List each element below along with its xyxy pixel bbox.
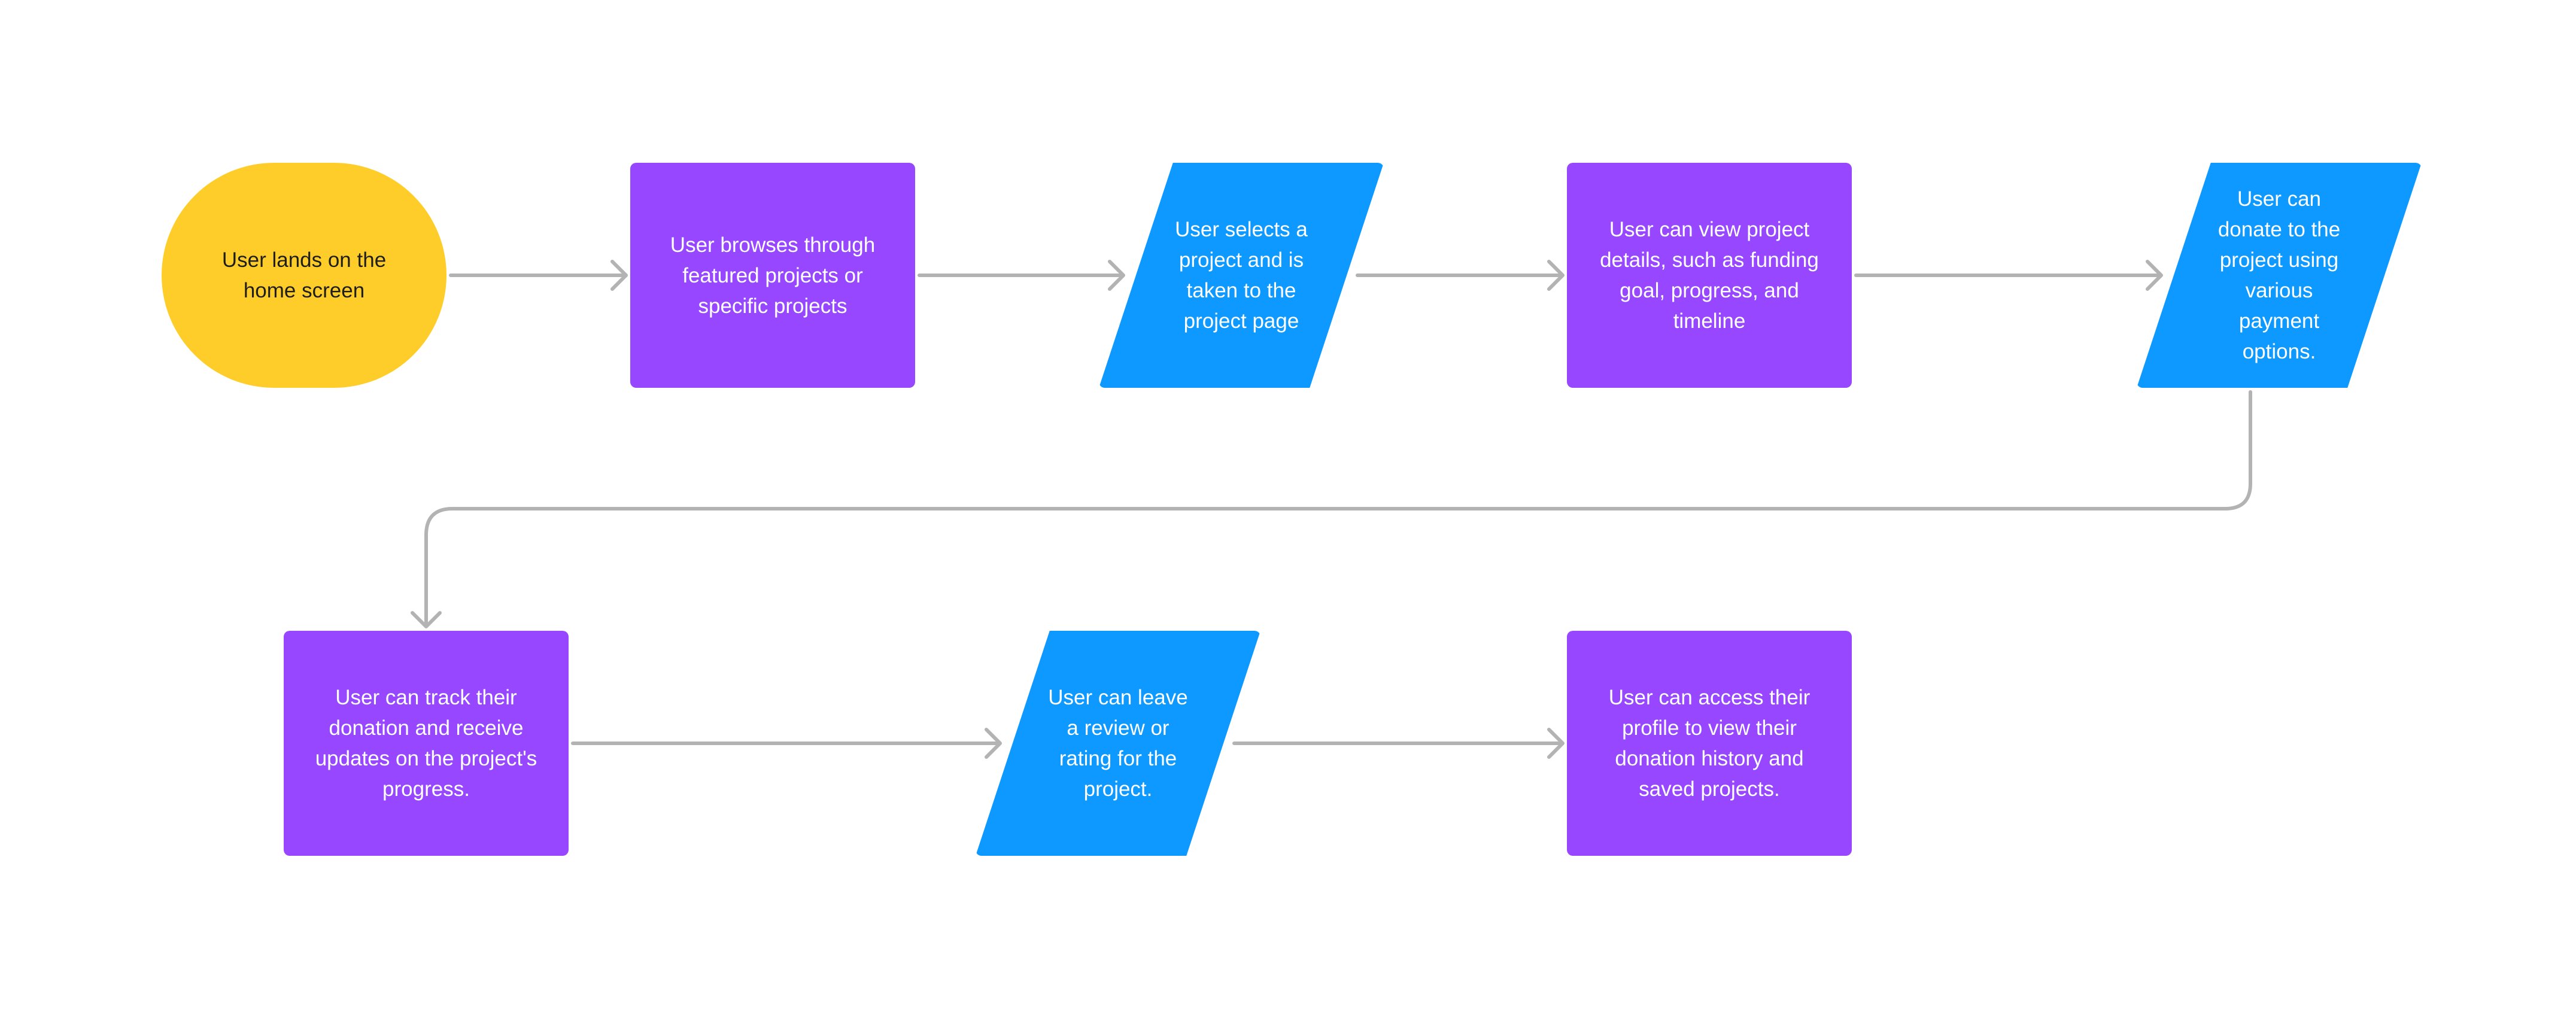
node-label: User selects a project and is taken to t… bbox=[1175, 218, 1308, 333]
node-label: User can access their profile to view th… bbox=[1608, 686, 1811, 801]
arrowhead-n5-n6 bbox=[411, 611, 442, 628]
node-label: User browses through featured projects o… bbox=[670, 233, 876, 318]
node-label: User can leave a review or rating for th… bbox=[1048, 686, 1188, 801]
arrowhead-n2-n3 bbox=[1108, 260, 1125, 291]
process-shape bbox=[1567, 163, 1852, 388]
node-label: User can track their donation and receiv… bbox=[315, 686, 537, 801]
process-node-track-donation[interactable]: User can track their donation and receiv… bbox=[284, 631, 569, 856]
arrowhead-n3-n4 bbox=[1547, 260, 1565, 291]
process-shape bbox=[284, 631, 569, 856]
node-label: User lands on the home screen bbox=[221, 248, 387, 302]
process-node-access-profile[interactable]: User can access their profile to view th… bbox=[1567, 631, 1852, 856]
process-node-view-details[interactable]: User can view project details, such as f… bbox=[1567, 163, 1852, 388]
io-node-select-project[interactable]: User selects a project and is taken to t… bbox=[1099, 163, 1384, 388]
arrowhead-n4-n5 bbox=[2146, 260, 2163, 291]
process-shape bbox=[1567, 631, 1852, 856]
arrowhead-n1-n2 bbox=[610, 260, 628, 291]
connector-n5-n6 bbox=[424, 390, 2252, 628]
node-label: User can donate to the project using var… bbox=[2217, 187, 2341, 363]
arrowhead-n7-n8 bbox=[1547, 728, 1565, 759]
arrowhead-n6-n7 bbox=[985, 728, 1002, 759]
start-node-home-screen[interactable]: User lands on the home screen bbox=[162, 163, 446, 388]
process-node-browse-projects[interactable]: User browses through featured projects o… bbox=[630, 163, 915, 388]
io-node-leave-review[interactable]: User can leave a review or rating for th… bbox=[976, 631, 1260, 856]
node-label: User can view project details, such as f… bbox=[1600, 218, 1819, 333]
io-node-donate[interactable]: User can donate to the project using var… bbox=[2137, 163, 2422, 388]
process-shape bbox=[630, 163, 915, 388]
terminator-shape bbox=[162, 163, 446, 388]
